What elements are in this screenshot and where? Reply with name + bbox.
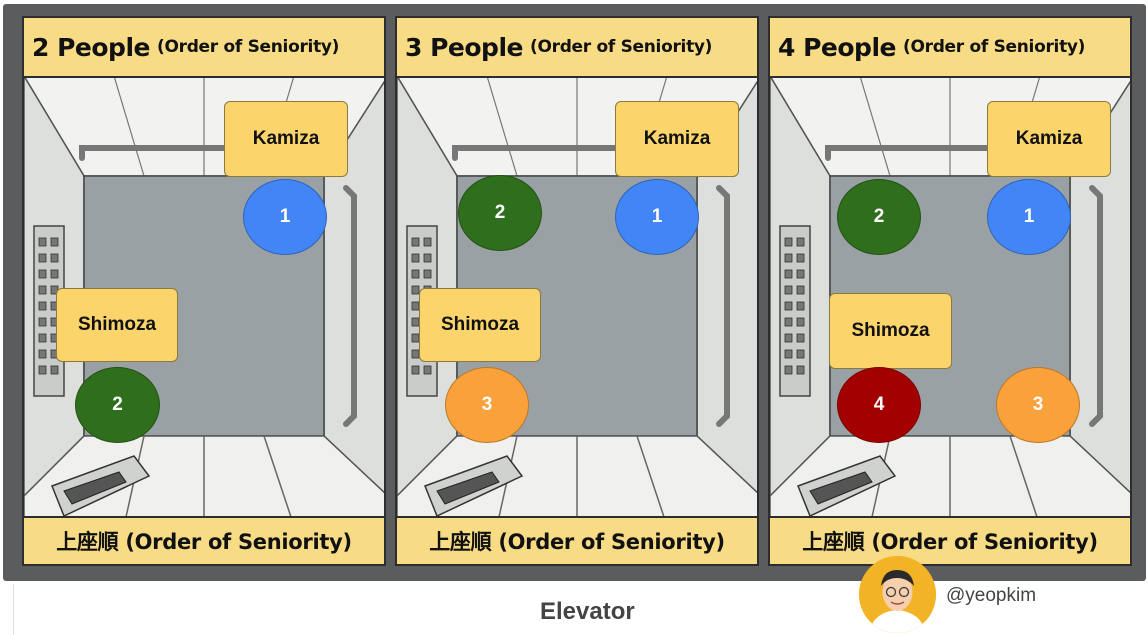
panel-title-main: 4 People (778, 32, 896, 62)
avatar (859, 556, 936, 633)
position-1-marker: 1 (243, 179, 327, 255)
author-handle: @yeopkim (946, 585, 1037, 606)
position-3-marker: 3 (996, 367, 1080, 443)
position-3-marker: 3 (445, 367, 529, 443)
panel-footer: 上座順 (Order of Seniority) (397, 516, 757, 564)
panel-title-sub: (Order of Seniority) (902, 37, 1086, 57)
position-1-marker: 1 (615, 179, 699, 255)
shimoza-label: Shimoza (829, 293, 952, 369)
panel-title: 4 People (Order of Seniority) (770, 18, 1130, 78)
panel-title: 2 People (Order of Seniority) (24, 18, 384, 78)
panel-3-people: 3 People (Order of Seniority) Kamiza Shi… (395, 16, 759, 566)
panel-footer: 上座順 (Order of Seniority) (24, 516, 384, 564)
position-2-marker: 2 (458, 175, 542, 251)
panel-title-main: 3 People (405, 32, 523, 62)
kamiza-label: Kamiza (615, 101, 739, 177)
panel-title-main: 2 People (32, 32, 150, 62)
position-1-marker: 1 (987, 179, 1071, 255)
position-2-marker: 2 (837, 179, 921, 255)
avatar-icon (859, 556, 936, 633)
panel-title-sub: (Order of Seniority) (156, 37, 340, 57)
position-4-marker: 4 (837, 367, 921, 443)
position-2-marker: 2 (75, 367, 160, 443)
panel-footer: 上座順 (Order of Seniority) (770, 516, 1130, 564)
shimoza-label: Shimoza (419, 288, 541, 362)
panel-title-sub: (Order of Seniority) (529, 37, 713, 57)
panel-2-people: 2 People (Order of Seniority) Kamiza Shi… (22, 16, 386, 566)
kamiza-label: Kamiza (987, 101, 1111, 177)
shimoza-label: Shimoza (56, 288, 178, 362)
panel-4-people: 4 People (Order of Seniority) Kamiza Shi… (768, 16, 1132, 566)
divider (13, 584, 14, 635)
caption: Elevator (540, 598, 635, 625)
panel-title: 3 People (Order of Seniority) (397, 18, 757, 78)
kamiza-label: Kamiza (224, 101, 348, 177)
